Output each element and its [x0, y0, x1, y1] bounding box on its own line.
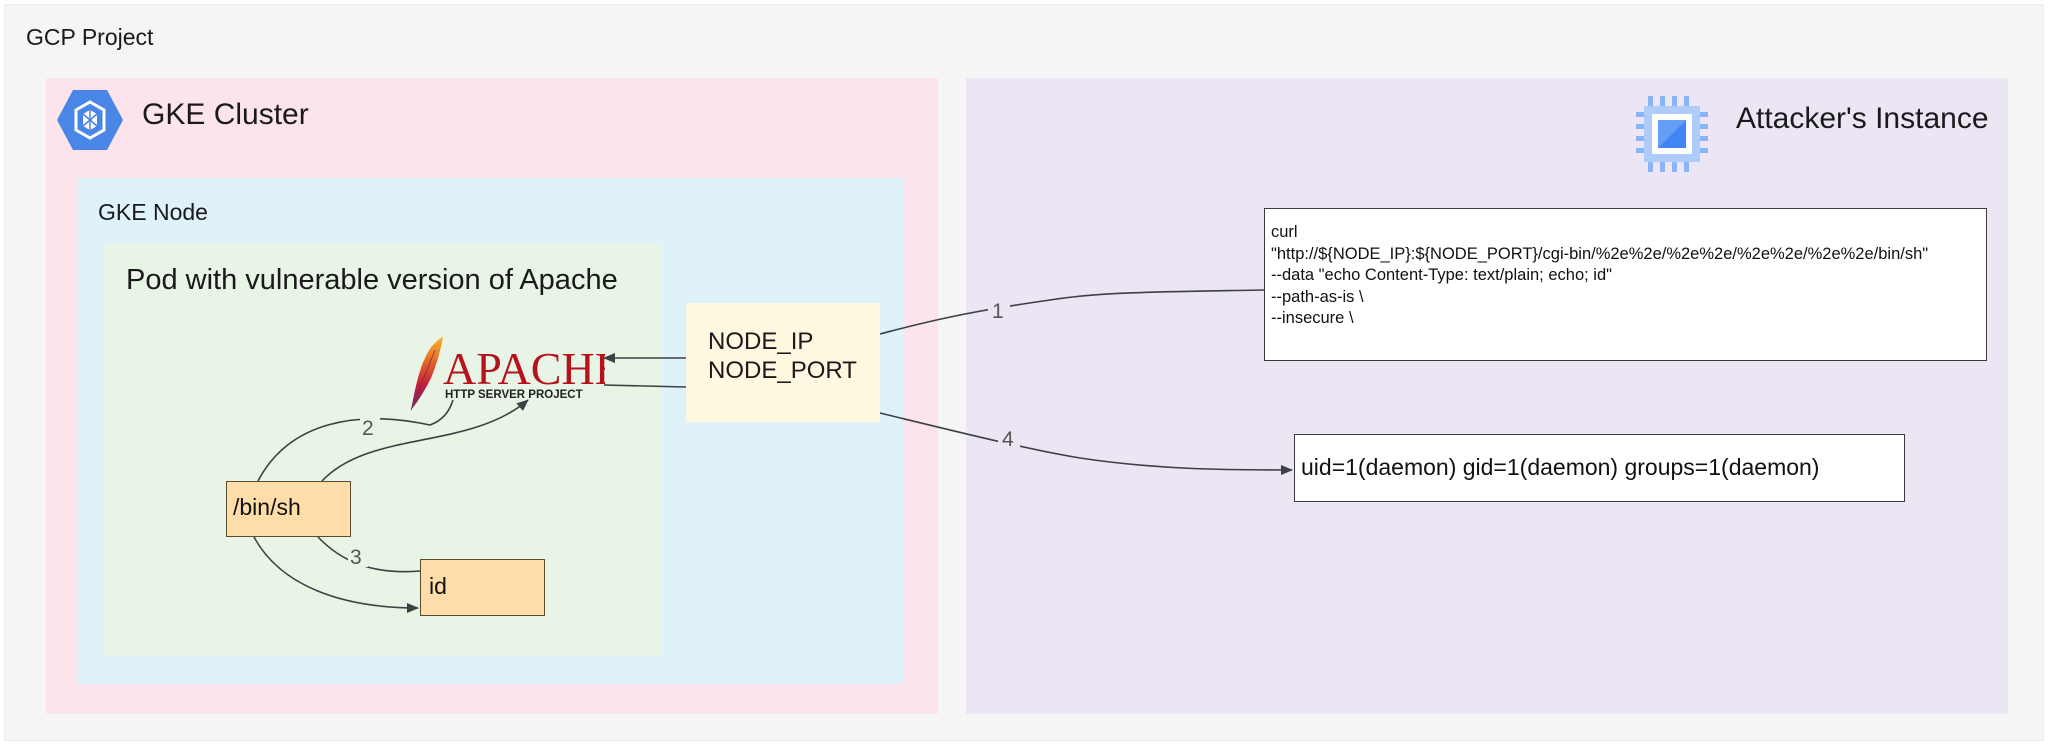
- command-line: --data "echo Content-Type: text/plain; e…: [1271, 266, 1612, 284]
- attacker-instance-container: [966, 78, 2008, 714]
- gke-icon: [57, 90, 123, 150]
- pod-container: [104, 244, 662, 656]
- apache-logo: APACHE HTTP SERVER PROJECT: [410, 337, 605, 411]
- cluster-title: GKE Cluster: [142, 98, 309, 131]
- attacker-title: Attacker's Instance: [1736, 102, 1989, 135]
- curl-command-box: curl "http://${NODE_IP}:${NODE_PORT}/cgi…: [1264, 208, 1987, 361]
- apache-feather-icon: [410, 337, 443, 411]
- node-ip-label: NODE_IP: [708, 328, 814, 355]
- apache-tagline: HTTP SERVER PROJECT: [445, 389, 583, 401]
- command-line: curl: [1271, 223, 1298, 241]
- compute-engine-chip-icon: [1636, 96, 1708, 172]
- apache-wordmark: APACHE: [443, 343, 605, 394]
- project-title: GCP Project: [26, 24, 154, 50]
- node-endpoint-box: NODE_IP NODE_PORT: [686, 303, 880, 422]
- command-line: --path-as-is \: [1271, 287, 1364, 306]
- pod-title: Pod with vulnerable version of Apache: [126, 264, 618, 296]
- command-output-box: uid=1(daemon) gid=1(daemon) groups=1(dae…: [1294, 434, 1905, 502]
- node-port-label: NODE_PORT: [708, 357, 857, 384]
- id-process: id: [420, 559, 545, 616]
- command-line: "http://${NODE_IP}:${NODE_PORT}/cgi-bin/…: [1271, 244, 1929, 263]
- command-line: --insecure \: [1271, 309, 1354, 327]
- node-title: GKE Node: [98, 199, 208, 225]
- bin-sh-process: /bin/sh: [226, 481, 351, 537]
